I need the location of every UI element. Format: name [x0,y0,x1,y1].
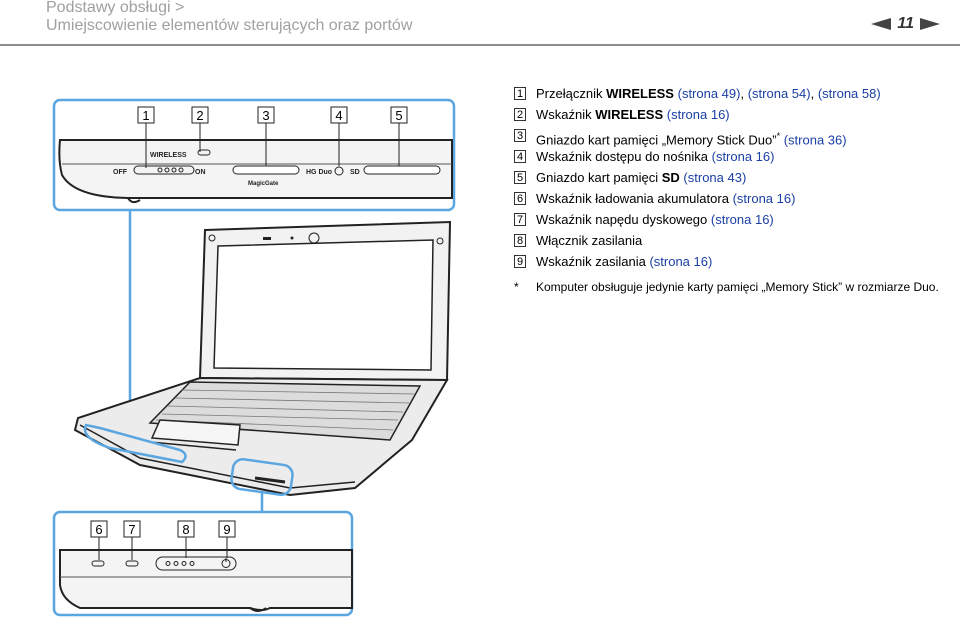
item-number-box: 1 [514,87,526,100]
previous-page-arrow-icon[interactable] [871,18,892,30]
laptop-screen [213,239,434,371]
wireless-switch [133,165,195,175]
magicgate-label: MagicGate [248,181,279,187]
callout-8: 8 [182,522,189,537]
laptop-illustration: 1 2 3 4 5 WIRELESS OFF ON HG Duo SD Magi… [52,98,456,617]
wireless-label: WIRELESS [150,152,187,159]
item-number-box: 2 [514,108,526,121]
page-link[interactable]: (strona 43) [683,170,747,185]
sd-card-slot [363,165,441,175]
list-item: 8 Włącznik zasilania [514,233,944,254]
list-item: 6 Wskaźnik ładowania akumulatora (strona… [514,191,944,212]
page-link[interactable]: (strona 16) [710,212,774,227]
top-callout-frame [52,98,456,212]
item-number-box: 3 [514,129,526,142]
page-number: 11 [897,15,914,32]
list-item: 2 Wskaźnik WIRELESS (strona 16) [514,107,944,128]
media-access-indicator [334,166,344,176]
footnote-text: Komputer obsługuje jedynie karty pamięci… [536,280,939,294]
callout-5: 5 [395,108,402,123]
side-profile-front [59,549,353,611]
bottom-callout-boxes: 6 7 8 9 [90,520,236,538]
component-list: 1 Przełącznik WIRELESS (strona 49), (str… [514,86,944,275]
item-number-box: 4 [514,150,526,163]
callout-9: 9 [223,522,230,537]
callout-7: 7 [128,522,135,537]
on-label: ON [195,169,206,176]
item-number-box: 8 [514,234,526,247]
list-item: 9 Wskaźnik zasilania (strona 16) [514,254,944,275]
item-number-box: 6 [514,192,526,205]
page-link[interactable]: (strona 16) [649,254,713,269]
list-item: 3 Gniazdo kart pamięci „Memory Stick Duo… [514,128,944,149]
memory-stick-slot [232,165,300,175]
callout-2: 2 [196,108,203,123]
page-link[interactable]: (strona 54) [747,86,811,101]
next-page-arrow-icon[interactable] [920,18,940,30]
hg-duo-label: HG Duo [306,169,332,176]
off-label: OFF [113,169,128,176]
breadcrumb[interactable]: Podstawy obsługi > [46,0,185,16]
page-link[interactable]: (strona 36) [783,132,847,148]
page-link[interactable]: (strona 16) [711,149,775,164]
footnote-marker: * [776,131,781,141]
item-number-box: 9 [514,255,526,268]
list-item: 4 Wskaźnik dostępu do nośnika (strona 16… [514,149,944,170]
callout-1: 1 [142,108,149,123]
pager: 11 [871,15,940,33]
page-header: Podstawy obsługi > Umiejscowienie elemen… [46,0,926,44]
item-number-box: 5 [514,171,526,184]
list-item: 5 Gniazdo kart pamięci SD (strona 43) [514,170,944,191]
page-link[interactable]: (strona 16) [666,107,730,122]
list-item: 7 Wskaźnik napędu dyskowego (strona 16) [514,212,944,233]
page-title: Umiejscowienie elementów sterujących ora… [46,17,413,34]
page-link[interactable]: (strona 58) [817,86,881,101]
footnote-mark: * [514,280,519,294]
item-number-box: 7 [514,213,526,226]
touchpad [150,419,241,446]
header-rule [0,44,960,46]
footnote: * Komputer obsługuje jedynie karty pamięc… [514,280,939,294]
top-callout-boxes: 1 2 3 4 5 [137,106,408,124]
sd-label: SD [350,169,360,176]
callout-6: 6 [95,522,102,537]
page-link[interactable]: (strona 16) [732,191,796,206]
page-link[interactable]: (strona 49) [677,86,741,101]
callout-4: 4 [335,108,342,123]
callout-3: 3 [262,108,269,123]
list-item: 1 Przełącznik WIRELESS (strona 49), (str… [514,86,944,107]
